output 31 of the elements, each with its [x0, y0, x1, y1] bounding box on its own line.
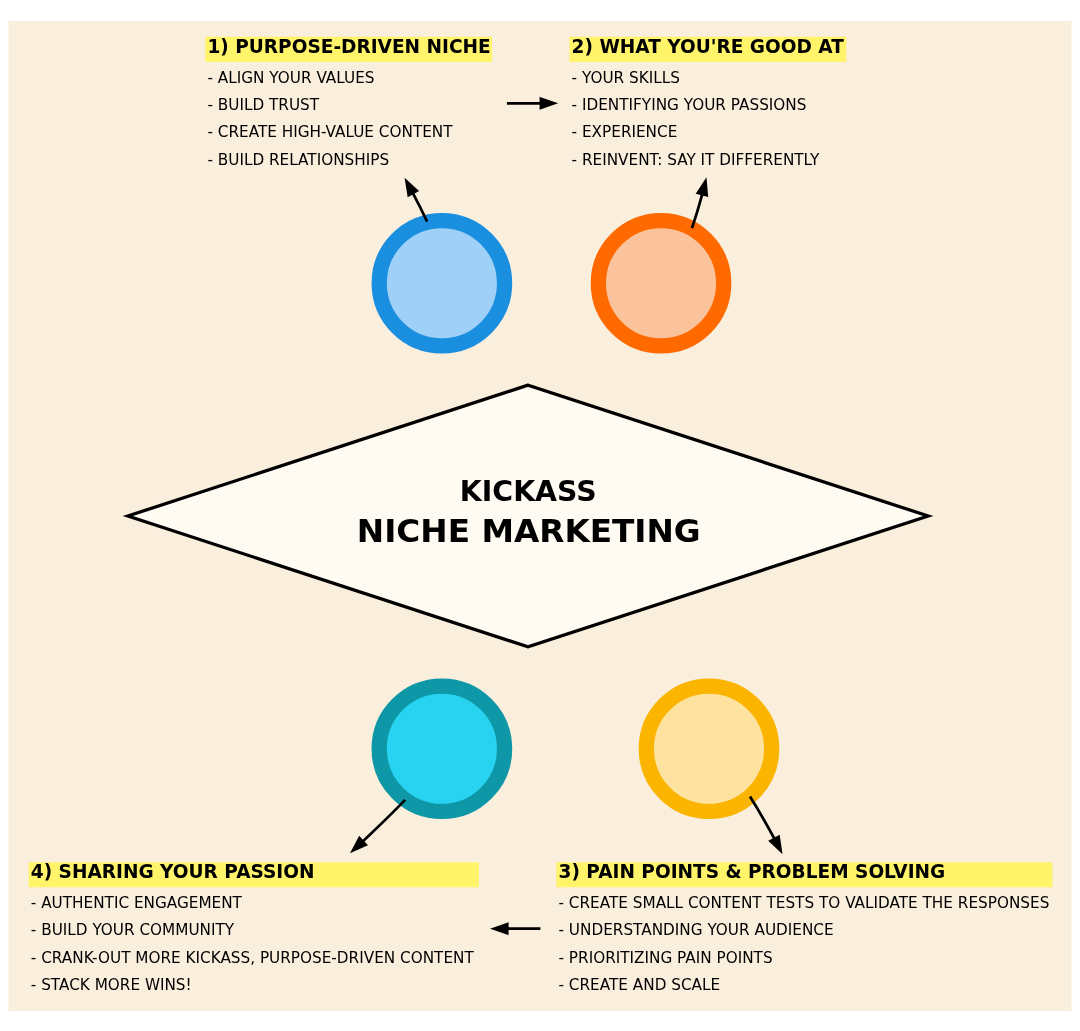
node-label: - CRANK-OUT MORE KICKASS, PURPOSE-DRIVEN CONTENT [30, 948, 474, 967]
node-diamond: KICKASS NICHE MARKETING [122, 382, 934, 649]
node-circle [590, 212, 732, 354]
node-box: 2) WHAT YOU'RE GOOD AT [569, 36, 847, 62]
arrow [490, 921, 541, 935]
node-circle [371, 212, 513, 354]
arrow [690, 176, 709, 229]
arrow [349, 798, 407, 853]
node-label: - REINVENT: SAY IT DIFFERENTLY [571, 150, 820, 169]
node-label: - EXPERIENCE [571, 122, 678, 141]
arrow [404, 177, 429, 222]
node-label: - UNDERSTANDING YOUR AUDIENCE [558, 920, 834, 939]
node-circle [638, 677, 780, 819]
node-label: - BUILD YOUR COMMUNITY [30, 920, 235, 939]
node-label: - YOUR SKILLS [571, 68, 680, 87]
node-label: - BUILD TRUST [207, 95, 320, 114]
node-label: - CREATE SMALL CONTENT TESTS TO VALIDATE THE RESPONSES [558, 893, 1050, 912]
node-box: 3) PAIN POINTS & PROBLEM SOLVING [556, 861, 1053, 887]
node-label: - IDENTIFYING YOUR PASSIONS [571, 95, 807, 114]
node-label: - PRIORITIZING PAIN POINTS [558, 948, 773, 967]
arrow [748, 795, 783, 854]
node-box: 4) SHARING YOUR PASSION [28, 861, 479, 887]
node-label: - STACK MORE WINS! [30, 975, 192, 994]
node-label: - ALIGN YOUR VALUES [207, 68, 375, 87]
arrow [506, 96, 559, 110]
node-label: - AUTHENTIC ENGAGEMENT [30, 893, 242, 912]
node-box: 1) PURPOSE-DRIVEN NICHE [205, 36, 493, 62]
node-label: - CREATE AND SCALE [558, 975, 721, 994]
node-circle [371, 677, 513, 819]
node-label: - CREATE HIGH-VALUE CONTENT [207, 122, 453, 141]
node-label: - BUILD RELATIONSHIPS [207, 150, 390, 169]
